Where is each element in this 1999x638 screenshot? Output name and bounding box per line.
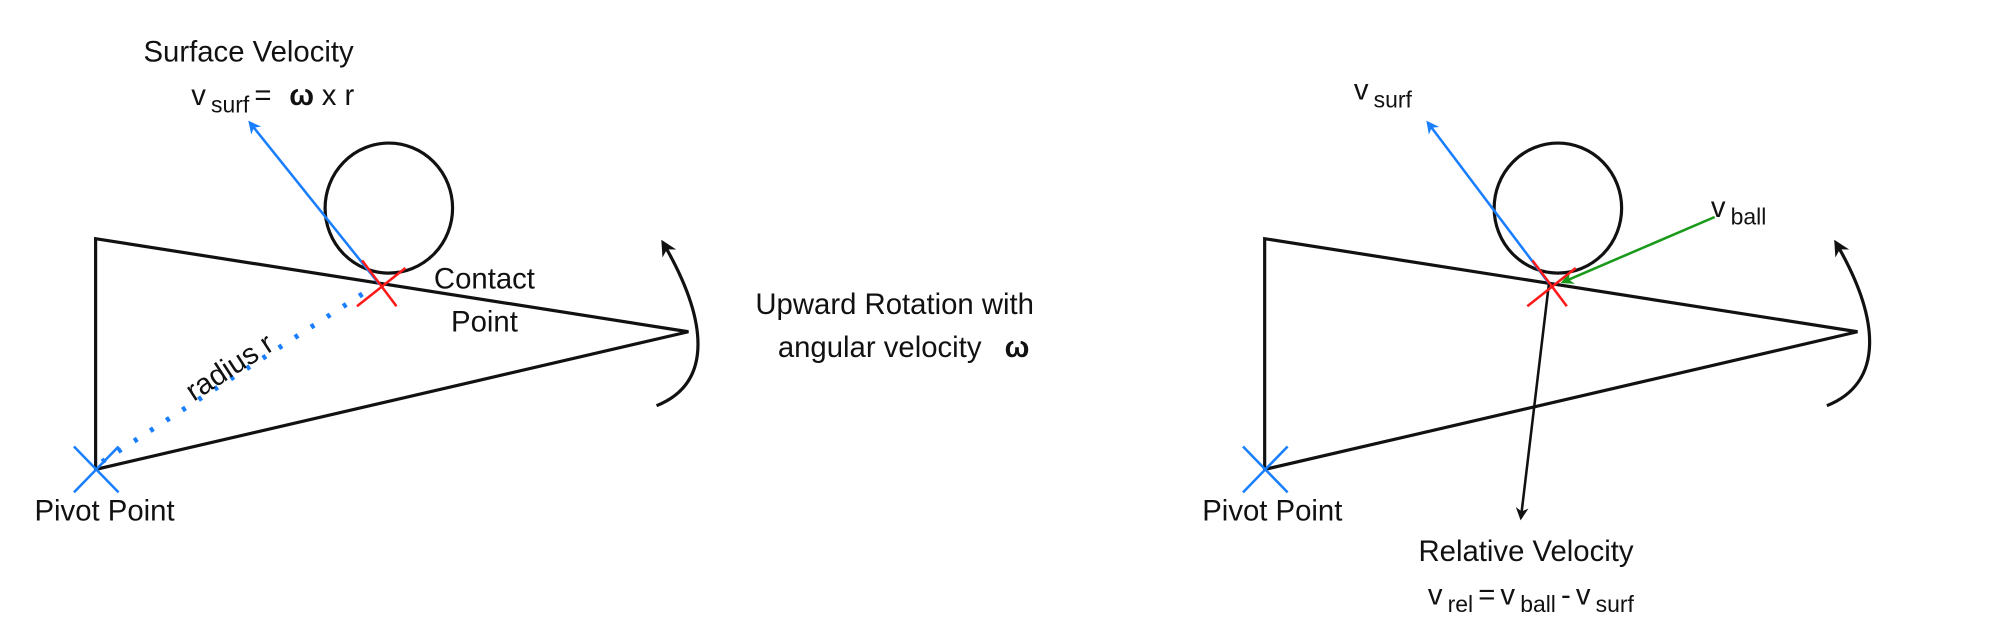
ball-velocity-arrow [1560, 215, 1716, 284]
contact-point-marker [1526, 259, 1577, 308]
rotation-arrow [655, 239, 700, 408]
surface-velocity-arrow [1426, 120, 1550, 285]
surface-velocity-title: Surface Velocity [144, 35, 355, 68]
relative-velocity-title: Relative Velocity [1418, 535, 1633, 568]
rotation-arrow [1826, 239, 1872, 408]
ball [1492, 141, 1624, 275]
lever-triangle [1263, 236, 1858, 472]
rotation-label: Upward Rotation with angular velocity [755, 288, 1042, 364]
contact-point-marker [356, 259, 407, 308]
pivot-point-marker [1242, 445, 1289, 494]
pivot-point-label: Pivot Point [34, 494, 174, 527]
rotation-omega: ω [1005, 331, 1030, 364]
relative-velocity-arrow [1515, 283, 1551, 521]
radius-label: radius r [180, 327, 280, 408]
pivot-point-label: Pivot Point [1202, 494, 1342, 527]
lever-triangle [94, 236, 689, 472]
surface-velocity-arrow [248, 120, 380, 285]
pivot-point-marker [73, 445, 120, 494]
ball [323, 141, 455, 275]
